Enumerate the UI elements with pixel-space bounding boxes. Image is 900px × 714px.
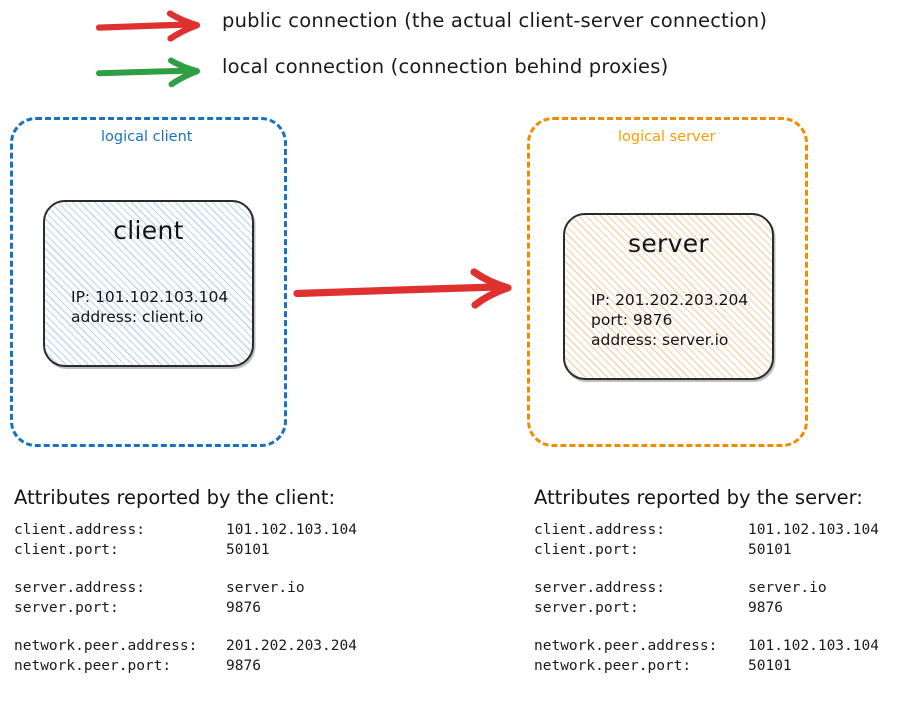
legend-label-public-connection: public connection (the actual client-ser… bbox=[222, 9, 768, 32]
attribute-value: 50101 bbox=[748, 657, 792, 674]
legend-label-local-connection: local connection (connection behind prox… bbox=[222, 55, 669, 78]
table-row: server.port: 9876 bbox=[534, 599, 879, 619]
attribute-value: 50101 bbox=[748, 541, 792, 558]
logical-client-container bbox=[10, 117, 287, 447]
server-node-title: server bbox=[628, 229, 709, 258]
attribute-key: server.address: bbox=[534, 580, 665, 596]
logical-server-label: logical server bbox=[612, 129, 722, 145]
attribute-value: 9876 bbox=[748, 599, 783, 616]
client-node-title: client bbox=[113, 216, 184, 245]
arrow-right-icon bbox=[292, 266, 520, 314]
attribute-value: server.io bbox=[748, 580, 827, 596]
attribute-value: server.io bbox=[226, 580, 305, 596]
server-node-detail-address: address: server.io bbox=[591, 331, 729, 349]
attribute-key: network.peer.address: bbox=[534, 638, 718, 654]
table-row: client.address: 101.102.103.104 bbox=[14, 521, 357, 541]
attribute-value: 101.102.103.104 bbox=[226, 522, 357, 538]
attribute-key: server.address: bbox=[14, 580, 145, 596]
table-row: server.address: server.io bbox=[534, 579, 879, 599]
attribute-value: 101.102.103.104 bbox=[748, 638, 879, 654]
attribute-key: server.port: bbox=[534, 599, 639, 616]
table-row: network.peer.port: 9876 bbox=[14, 657, 357, 677]
table-row-spacer bbox=[14, 618, 357, 637]
table-row: client.port: 50101 bbox=[14, 541, 357, 561]
client-attributes-heading: Attributes reported by the client: bbox=[14, 486, 336, 509]
arrow-right-icon bbox=[96, 56, 208, 88]
attribute-key: client.port: bbox=[14, 541, 119, 558]
server-attributes-block: Attributes reported by the server: clien… bbox=[534, 486, 900, 676]
attribute-value: 201.202.203.204 bbox=[226, 638, 357, 654]
server-node-details: IP: 201.202.203.204 port: 9876 address: … bbox=[591, 290, 748, 350]
attribute-key: network.peer.port: bbox=[14, 657, 172, 674]
table-row: network.peer.address: 101.102.103.104 bbox=[534, 637, 879, 657]
attribute-key: client.address: bbox=[534, 522, 665, 538]
client-node-detail-ip: IP: 101.102.103.104 bbox=[71, 288, 229, 306]
table-row-spacer bbox=[534, 560, 879, 579]
table-row: server.address: server.io bbox=[14, 579, 357, 599]
legend-item-public-connection: public connection (the actual client-ser… bbox=[0, 6, 900, 46]
table-row: server.port: 9876 bbox=[14, 599, 357, 619]
table-row: network.peer.port: 50101 bbox=[534, 657, 879, 677]
table-row: client.port: 50101 bbox=[534, 541, 879, 561]
legend-item-local-connection: local connection (connection behind prox… bbox=[0, 52, 900, 92]
table-row: client.address: 101.102.103.104 bbox=[534, 521, 879, 541]
server-node-detail-port: port: 9876 bbox=[591, 311, 673, 329]
attribute-key: server.port: bbox=[14, 599, 119, 616]
server-attributes-table: client.address: 101.102.103.104 client.p… bbox=[534, 521, 879, 676]
attribute-key: client.address: bbox=[14, 522, 145, 538]
attribute-value: 9876 bbox=[226, 599, 261, 616]
server-attributes-heading: Attributes reported by the server: bbox=[534, 486, 863, 509]
table-row-spacer bbox=[14, 560, 357, 579]
attribute-value: 101.102.103.104 bbox=[748, 522, 879, 538]
attribute-key: network.peer.address: bbox=[14, 638, 198, 654]
logical-server-container bbox=[527, 117, 808, 447]
client-attributes-table: client.address: 101.102.103.104 client.p… bbox=[14, 521, 357, 676]
table-row-spacer bbox=[534, 618, 879, 637]
server-node-detail-ip: IP: 201.202.203.204 bbox=[591, 291, 749, 309]
client-attributes-block: Attributes reported by the client: clien… bbox=[14, 486, 454, 676]
client-node: client IP: 101.102.103.104 address: clie… bbox=[43, 200, 254, 367]
client-node-detail-address: address: client.io bbox=[71, 308, 204, 326]
arrow-right-icon bbox=[95, 10, 208, 42]
attribute-value: 50101 bbox=[226, 541, 270, 558]
attribute-key: client.port: bbox=[534, 541, 639, 558]
attribute-value: 9876 bbox=[226, 657, 261, 674]
table-row: network.peer.address: 201.202.203.204 bbox=[14, 637, 357, 657]
attribute-key: network.peer.port: bbox=[534, 657, 692, 674]
client-node-details: IP: 101.102.103.104 address: client.io bbox=[71, 287, 228, 327]
logical-client-label: logical client bbox=[95, 129, 199, 145]
legend: public connection (the actual client-ser… bbox=[0, 0, 900, 104]
server-node: server IP: 201.202.203.204 port: 9876 ad… bbox=[563, 213, 774, 380]
